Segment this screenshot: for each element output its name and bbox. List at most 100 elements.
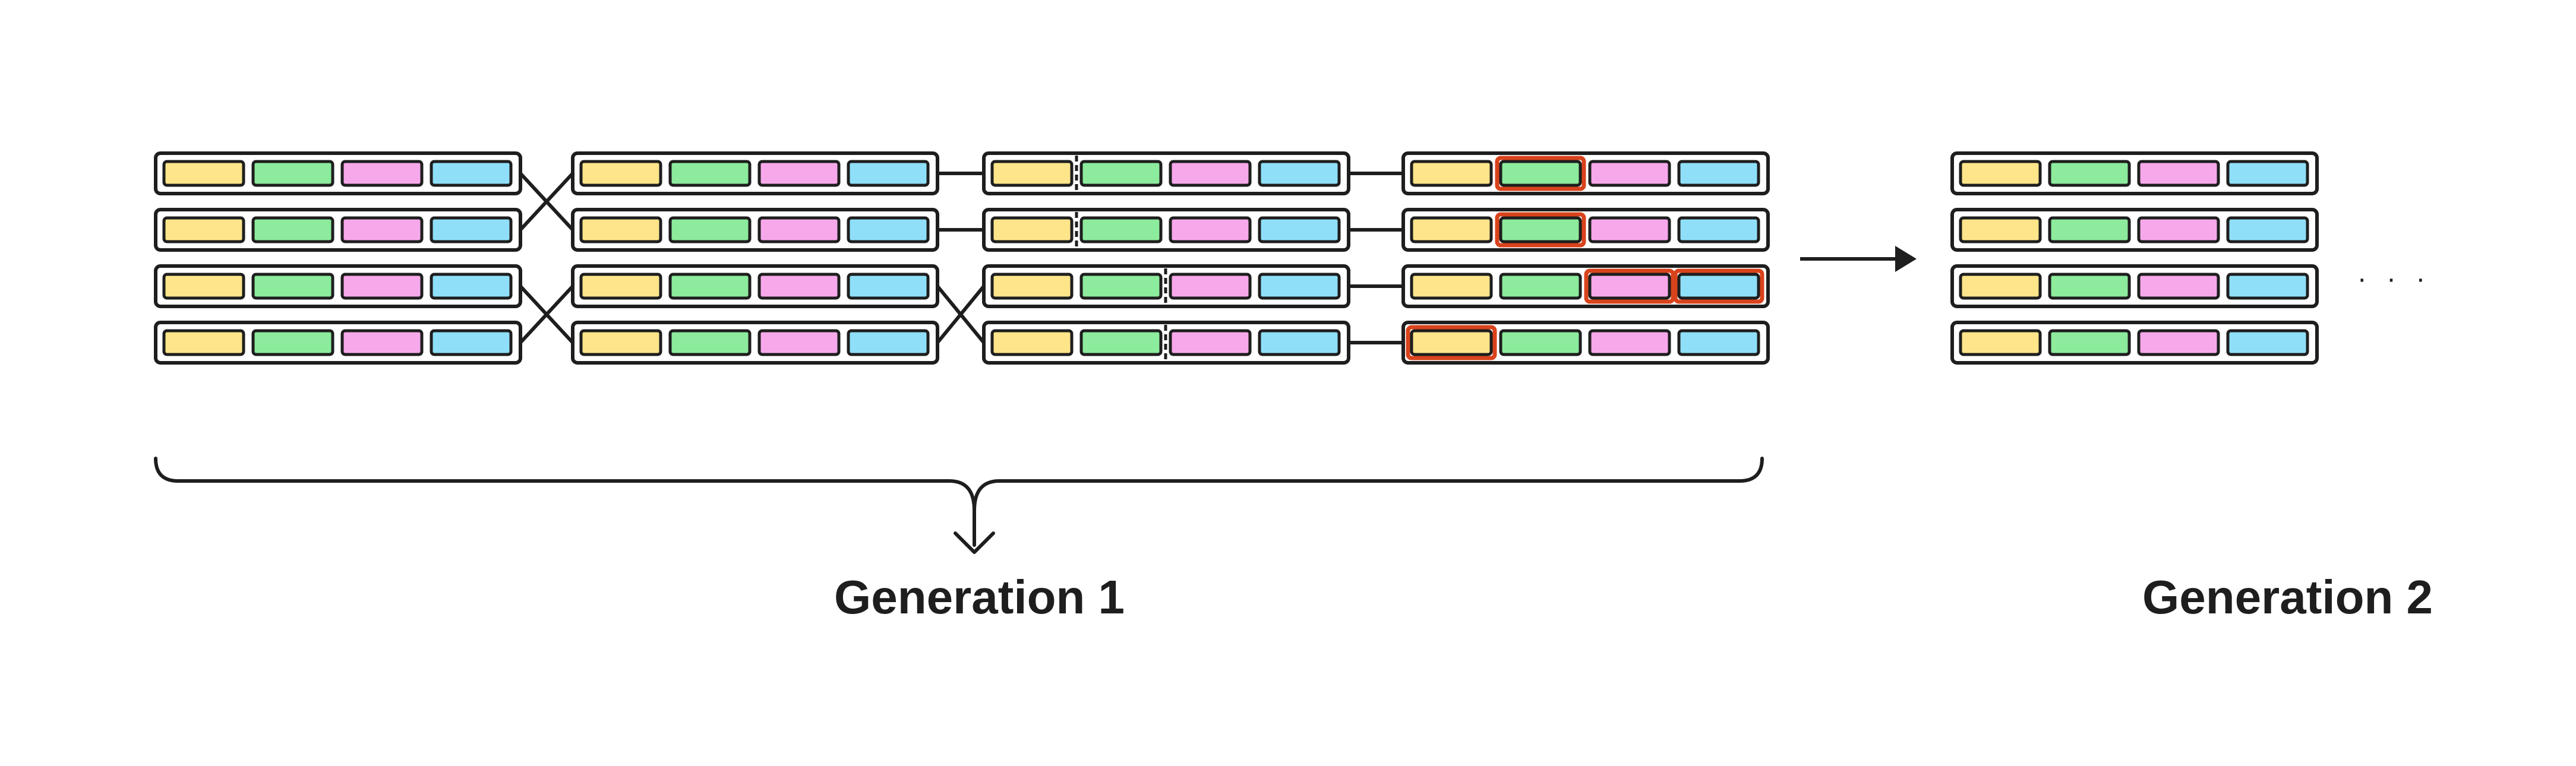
gene-4 [430,216,513,243]
gene-3 [1169,160,1252,187]
gene-2 [1079,160,1163,187]
chromosome-outline [1950,151,2319,195]
gene-3 [1169,329,1252,356]
chromosome [1401,321,1770,365]
gene-1 [579,273,662,300]
gene-2 [251,160,334,187]
gene-1 [162,273,245,300]
stage-crossover [982,151,1350,365]
gene-4 [2226,329,2309,356]
gene-1 [579,216,662,243]
gene-4 [847,329,930,356]
chromosome [571,208,939,252]
gene-2 [1499,329,1582,356]
selection-connections [519,172,1405,344]
gene-3 [340,329,424,356]
gene-2 [1499,160,1582,187]
chromosome [1401,208,1770,252]
gene-3 [340,273,424,300]
chromosome [154,151,522,195]
gene-2 [1499,273,1582,300]
gene-4 [847,160,930,187]
continuation-ellipsis: · · · [2357,263,2432,295]
chromosome [571,151,939,195]
gene-2 [668,160,752,187]
gene-4 [2226,160,2309,187]
chromosome-outline [1950,321,2319,365]
chromosome [1950,321,2319,365]
gene-2 [1079,216,1163,243]
gene-2 [1079,273,1163,300]
gene-3 [757,216,841,243]
chromosome [982,321,1350,365]
chromosome [982,264,1350,308]
gene-1 [162,160,245,187]
mutation-highlight [1584,268,1675,304]
chromosome [1950,151,2319,195]
gene-1 [579,329,662,356]
gene-1 [990,160,1074,187]
gene-1 [579,160,662,187]
next-generation-arrow [1800,246,1917,272]
gene-4 [847,216,930,243]
gene-2 [2048,160,2131,187]
connection-line [936,284,986,344]
gene-4 [2226,216,2309,243]
gene-4 [430,273,513,300]
gene-2 [2048,273,2131,300]
gene-3 [1588,160,1671,187]
gene-1 [990,329,1074,356]
connection-line [519,284,574,344]
stage-next-population [1950,151,2319,365]
gene-4 [1677,216,1760,243]
gene-3 [1588,273,1671,300]
gene-2 [251,329,334,356]
chromosome [154,208,522,252]
generation-1-brace [154,457,1764,547]
gene-1 [1959,216,2042,243]
gene-4 [2226,273,2309,300]
gene-3 [757,273,841,300]
gene-3 [757,329,841,356]
gene-3 [1169,216,1252,243]
chromosome [1950,208,2319,252]
chromosome-outline [1950,208,2319,252]
gene-2 [1499,216,1582,243]
mutation-highlight [1495,212,1586,248]
mutation-highlight [1495,156,1586,191]
chromosome [1401,151,1770,195]
generation-1-label: Generation 1 [834,571,1125,623]
gene-4 [847,273,930,300]
gene-1 [1959,273,2042,300]
chromosome [982,151,1350,195]
gene-3 [1588,329,1671,356]
gene-2 [668,273,752,300]
stage-initial-population [154,151,522,365]
gene-3 [2137,216,2220,243]
chromosome-outline [1950,264,2319,308]
gene-4 [1677,273,1760,300]
mutation-highlight [1406,325,1497,360]
gene-1 [990,273,1074,300]
gene-2 [668,329,752,356]
chromosome [154,264,522,308]
gene-4 [430,160,513,187]
gene-2 [251,273,334,300]
gene-4 [1258,160,1341,187]
connection-line [519,172,574,232]
gene-2 [668,216,752,243]
gene-2 [251,216,334,243]
gene-3 [2137,329,2220,356]
gene-1 [1959,160,2042,187]
gene-1 [162,216,245,243]
gene-3 [340,160,424,187]
generation-2-label: Generation 2 [2142,571,2433,623]
gene-3 [1588,216,1671,243]
gene-2 [2048,216,2131,243]
gene-1 [1410,329,1493,356]
gene-2 [2048,329,2131,356]
gene-1 [162,329,245,356]
chromosome [154,321,522,365]
gene-1 [1410,160,1493,187]
